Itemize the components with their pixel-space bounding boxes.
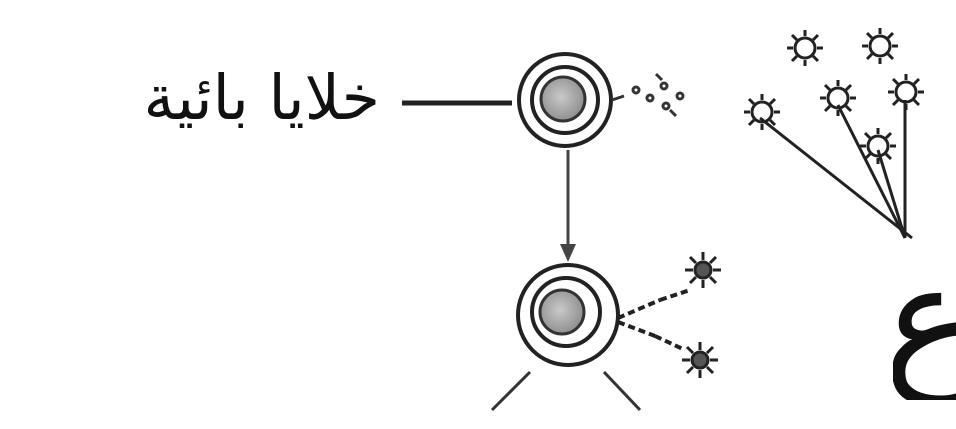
edge-glyph-label: ع — [893, 240, 956, 400]
plasma-cells-label: خلايا بائية — [40, 58, 380, 138]
bottom-cell-antibodies — [618, 290, 690, 350]
antigen-cluster — [744, 28, 924, 238]
top-cell — [519, 54, 611, 146]
down-arrow — [560, 150, 576, 262]
bottom-right-line — [604, 372, 640, 410]
antigen-star-upper — [685, 252, 721, 288]
top-cell-receptors — [612, 74, 683, 116]
bottom-left-line — [492, 372, 530, 410]
antigen-star-lower — [682, 342, 718, 378]
bottom-cell — [518, 265, 618, 365]
